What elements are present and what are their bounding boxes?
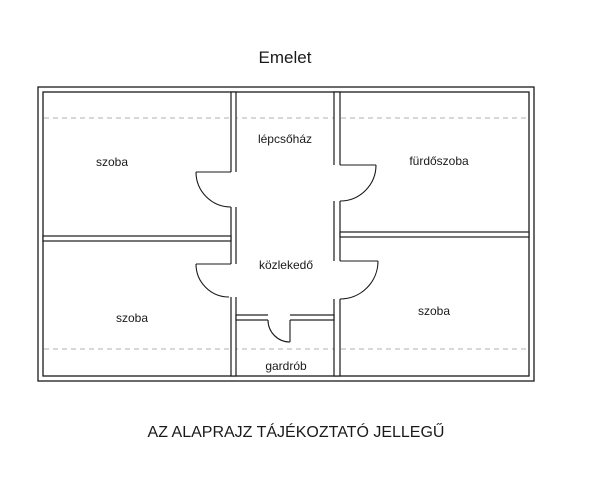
plan-title: Emelet (259, 48, 312, 67)
wall-right-horizontal (339, 231, 530, 238)
room-label-bathroom: fürdőszoba (409, 154, 469, 168)
door-top-left-room (195, 171, 232, 208)
room-label-stair: lépcsőház (258, 132, 312, 146)
wall-left-horizontal (42, 235, 232, 242)
door-bottom-right-room (339, 260, 379, 300)
door-wardrobe (267, 319, 291, 343)
room-label-bottom-right: szoba (418, 304, 450, 318)
door-openings (230, 165, 341, 321)
disclaimer-text: AZ ALAPRAJZ TÁJÉKOZTATÓ JELLEGŰ (148, 422, 445, 441)
door-bottom-left-room (195, 263, 231, 298)
wall-left-column (230, 91, 237, 377)
doors (195, 164, 379, 343)
room-label-corridor: közlekedő (259, 258, 313, 272)
door-bathroom (339, 164, 377, 202)
room-label-wardrobe: gardrób (265, 359, 307, 373)
room-label-top-left: szoba (96, 155, 128, 169)
room-label-bottom-left: szoba (116, 311, 148, 325)
wall-right-column (333, 91, 341, 377)
